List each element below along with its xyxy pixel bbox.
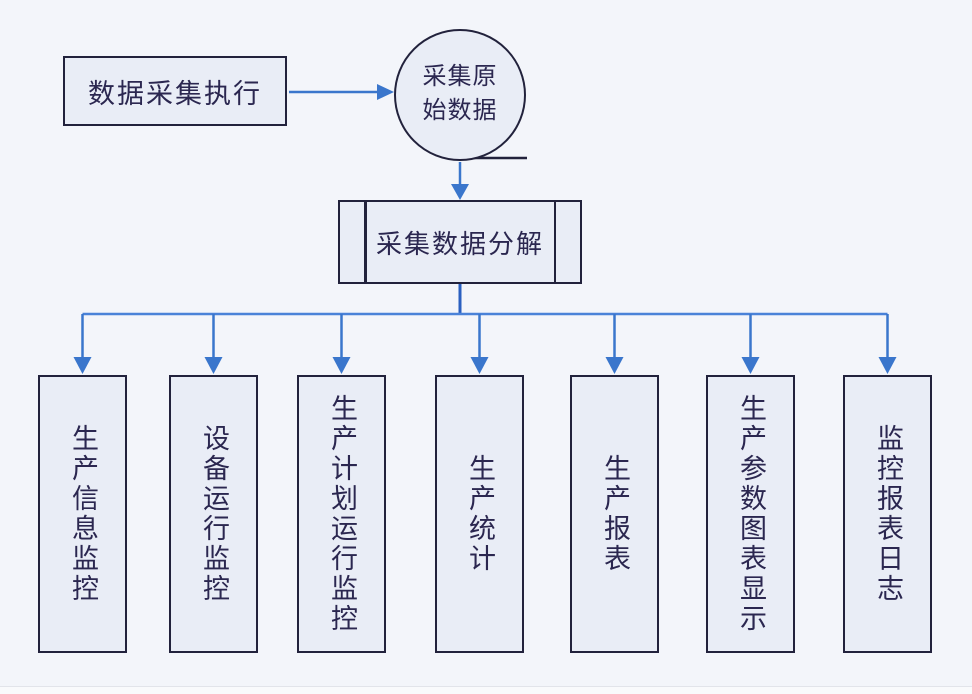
branch-label: 生产信息监控 xyxy=(68,424,98,604)
node-production-statistics: 生产统计 xyxy=(435,375,524,653)
node-raw-data-line1: 采集原 xyxy=(422,64,498,91)
predefined-right-line xyxy=(553,202,556,282)
node-raw-data-line2: 始数据 xyxy=(422,98,498,124)
branch-label: 设备运行监控 xyxy=(199,424,229,604)
branch-label: 生产计划运行监控 xyxy=(327,394,357,634)
node-production-parameter-chart-display: 生产参数图表显示 xyxy=(706,375,795,653)
node-production-report: 生产报表 xyxy=(570,375,659,653)
arrow-raw-to-decompose xyxy=(451,162,469,200)
node-production-info-monitoring: 生产信息监控 xyxy=(38,375,127,653)
branch-label: 生产参数图表显示 xyxy=(736,394,766,634)
branch-label: 生产报表 xyxy=(600,454,630,574)
node-data-decompose: 采集数据分解 xyxy=(338,200,582,284)
arrow-branch-4 xyxy=(470,314,489,374)
node-raw-data-circle: 采集原 始数据 xyxy=(394,29,526,161)
arrow-branch-7 xyxy=(878,314,897,374)
arrow-branch-1 xyxy=(73,314,92,374)
arrow-branch-2 xyxy=(204,314,223,374)
arrow-branch-5 xyxy=(605,314,624,374)
branch-label: 监控报表日志 xyxy=(873,424,903,604)
predefined-left-line xyxy=(364,202,367,282)
arrow-exec-to-raw xyxy=(289,84,394,100)
node-monitoring-report-log: 监控报表日志 xyxy=(843,375,932,653)
node-data-collection-exec-label: 数据采集执行 xyxy=(88,78,262,109)
node-equipment-operation-monitoring: 设备运行监控 xyxy=(169,375,258,653)
arrow-branch-6 xyxy=(741,314,760,374)
arrow-branch-3 xyxy=(332,314,351,374)
branch-label: 生产统计 xyxy=(465,454,495,574)
node-data-collection-exec: 数据采集执行 xyxy=(63,56,287,126)
node-data-decompose-label: 采集数据分解 xyxy=(375,229,544,259)
node-production-plan-operation-monitoring: 生产计划运行监控 xyxy=(297,375,386,653)
bottom-divider xyxy=(0,686,972,687)
bottom-strip xyxy=(0,687,972,694)
